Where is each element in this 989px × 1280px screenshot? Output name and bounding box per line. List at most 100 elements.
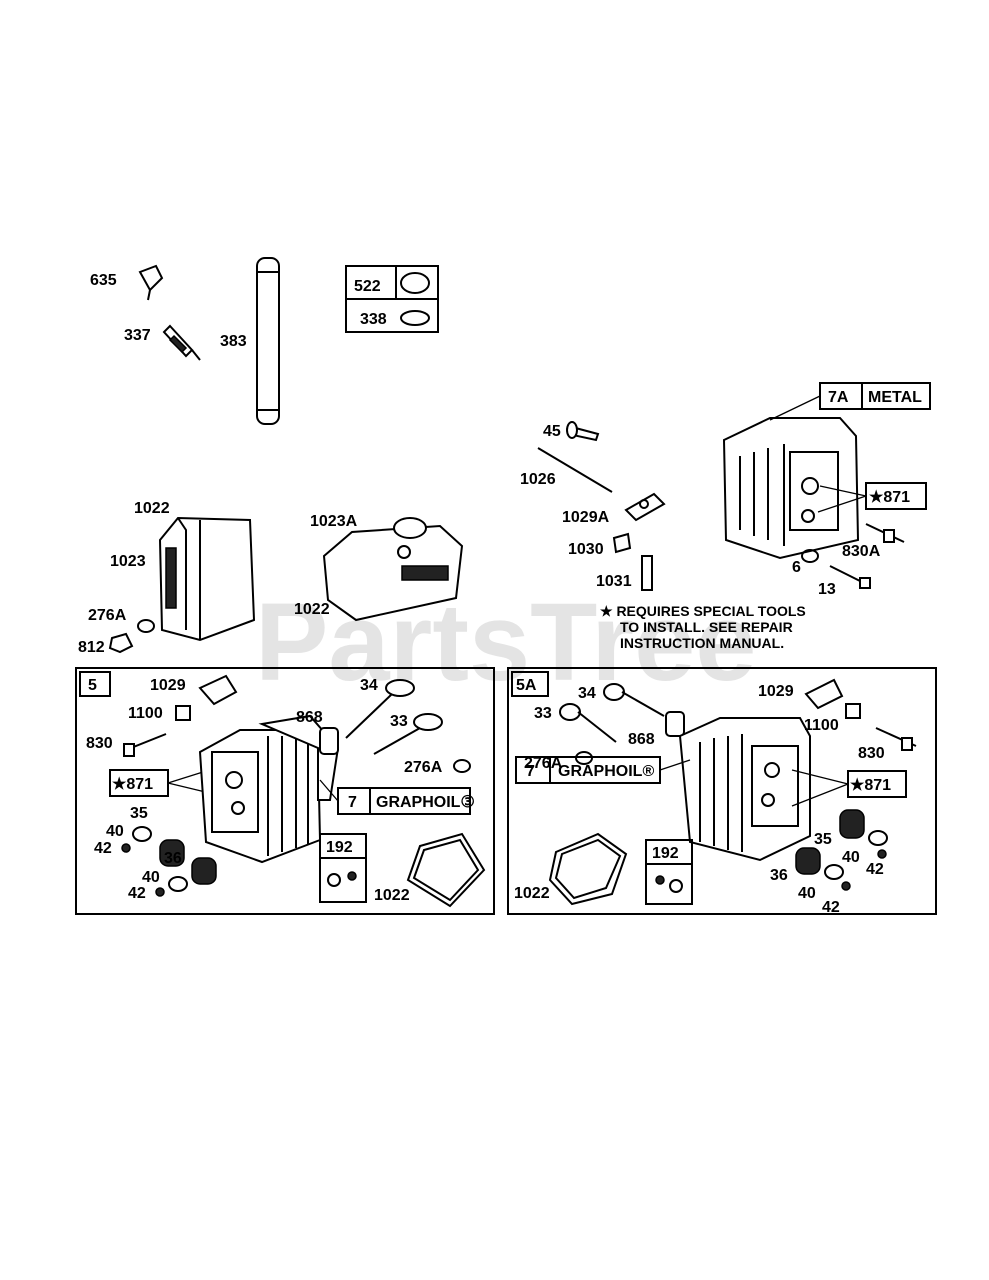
- label-337: 337: [124, 327, 151, 344]
- rocker-stud-45-part[interactable]: [566, 421, 600, 442]
- valve-spring-36-right[interactable]: [795, 847, 821, 875]
- ref-box-192-left: [319, 833, 367, 903]
- spark-plug-boot-part[interactable]: [138, 264, 164, 301]
- label-1100-right: 1100: [804, 717, 839, 734]
- label-383: 383: [220, 333, 247, 350]
- label-1022-mid: 1022: [294, 601, 330, 618]
- note-line-1: ★ REQUIRES SPECIAL TOOLS: [600, 603, 806, 619]
- label-7-right: 7: [526, 763, 535, 780]
- nut-kit-192-right[interactable]: [655, 875, 683, 893]
- washer-276A-left[interactable]: [453, 759, 471, 773]
- pin-1031-part[interactable]: [641, 555, 653, 591]
- bolt-830-right[interactable]: [875, 727, 917, 751]
- valve-34-right[interactable]: [603, 683, 665, 717]
- push-rod-part[interactable]: [537, 447, 613, 493]
- valve-guide-868-left[interactable]: [319, 727, 339, 755]
- rocker-arm-part[interactable]: [612, 532, 632, 554]
- cylinder-head-left-part[interactable]: [198, 714, 340, 864]
- washer-276A-part[interactable]: [137, 619, 155, 633]
- keeper-42-right-a[interactable]: [877, 849, 887, 859]
- guide-plate-1029-right[interactable]: [804, 678, 844, 710]
- label-42-left-a: 42: [94, 840, 112, 857]
- rocker-cover-part[interactable]: [158, 516, 256, 642]
- washer-6-part[interactable]: [801, 549, 819, 563]
- label-871-right: ★871: [850, 777, 891, 794]
- guide-plate-1029-left[interactable]: [198, 674, 238, 706]
- retainer-40-left-b[interactable]: [168, 876, 188, 892]
- label-1023: 1023: [110, 553, 146, 570]
- rocker-arm-1100-left[interactable]: [175, 705, 191, 721]
- keeper-42-left-b[interactable]: [155, 887, 165, 897]
- spark-plug-part[interactable]: [162, 324, 201, 361]
- label-1026: 1026: [520, 471, 556, 488]
- label-35-right: 35: [814, 831, 832, 848]
- label-830A: 830A: [842, 543, 881, 560]
- label-13: 13: [818, 581, 836, 598]
- section-5A-frame: [507, 667, 937, 915]
- ref-box-metal: [861, 382, 931, 410]
- valve-spring-36-left[interactable]: [191, 857, 217, 885]
- label-635: 635: [90, 272, 117, 289]
- retainer-40-right-a[interactable]: [868, 830, 888, 846]
- breather-tube-part[interactable]: [256, 257, 280, 425]
- ref-box-192-right: [645, 839, 693, 905]
- label-36-left: 36: [164, 850, 182, 867]
- gasket-1022-left[interactable]: [406, 832, 486, 908]
- label-338: 338: [360, 311, 387, 328]
- label-34-right: 34: [578, 685, 596, 702]
- label-45: 45: [543, 423, 561, 440]
- label-1100-left: 1100: [128, 705, 163, 722]
- label-1030: 1030: [568, 541, 604, 558]
- section-5A-label: 5A: [516, 677, 537, 694]
- label-33-left: 33: [390, 713, 408, 730]
- label-42-right-b: 42: [822, 899, 840, 916]
- section-5-label: 5: [88, 677, 97, 694]
- bolt-13-part[interactable]: [829, 565, 871, 589]
- label-7A: 7A: [828, 389, 849, 406]
- valve-guide-868-right[interactable]: [665, 711, 685, 737]
- valve-spring-35-right[interactable]: [839, 809, 865, 839]
- nut-812-part[interactable]: [108, 632, 134, 654]
- rocker-cover-1023A-part[interactable]: [322, 517, 464, 622]
- rocker-arm-1100-right[interactable]: [845, 703, 861, 719]
- label-graphoil-right: GRAPHOIL®: [558, 763, 654, 780]
- bolt-830A-part[interactable]: [865, 523, 905, 543]
- cylinder-head-right-part[interactable]: [678, 717, 811, 862]
- label-graphoil-left: GRAPHOIL③: [376, 794, 475, 811]
- label-830-left: 830: [86, 735, 113, 752]
- label-1022-top: 1022: [134, 500, 170, 517]
- label-36-right: 36: [770, 867, 788, 884]
- label-868-left: 868: [296, 709, 323, 726]
- bolt-830-left[interactable]: [123, 733, 167, 757]
- label-1029-left: 1029: [150, 677, 186, 694]
- keeper-42-right-b[interactable]: [841, 881, 851, 891]
- label-40-left-a: 40: [106, 823, 124, 840]
- gasket-1022-right[interactable]: [548, 832, 628, 906]
- keeper-42-left-a[interactable]: [121, 843, 131, 853]
- cylinder-head-7A-part[interactable]: [722, 417, 860, 560]
- valve-33-right[interactable]: [559, 703, 617, 743]
- retainer-40-left-a[interactable]: [132, 826, 152, 842]
- nut-kit-192-left[interactable]: [327, 871, 357, 887]
- label-192-right: 192: [652, 845, 679, 862]
- valve-34-left[interactable]: [345, 679, 415, 739]
- label-7-left: 7: [348, 794, 357, 811]
- label-metal: METAL: [868, 389, 922, 406]
- label-1022-right: 1022: [514, 885, 550, 902]
- label-868-right: 868: [628, 731, 655, 748]
- valve-spring-35-left[interactable]: [159, 839, 185, 867]
- section-5-frame: [75, 667, 495, 915]
- label-812: 812: [78, 639, 105, 656]
- label-6: 6: [792, 559, 801, 576]
- label-1029-right: 1029: [758, 683, 794, 700]
- retainer-40-right-b[interactable]: [824, 864, 844, 880]
- section-5A-tag: [511, 671, 549, 697]
- valve-33-left[interactable]: [373, 713, 443, 755]
- oil-fill-cap-kit-box[interactable]: [345, 265, 439, 333]
- label-871-left: ★871: [112, 776, 153, 793]
- ref-box-graphoil-left: [369, 787, 471, 815]
- guide-plate-part[interactable]: [624, 492, 666, 522]
- note-line-3: INSTRUCTION MANUAL.: [620, 635, 784, 651]
- label-34-left: 34: [360, 677, 378, 694]
